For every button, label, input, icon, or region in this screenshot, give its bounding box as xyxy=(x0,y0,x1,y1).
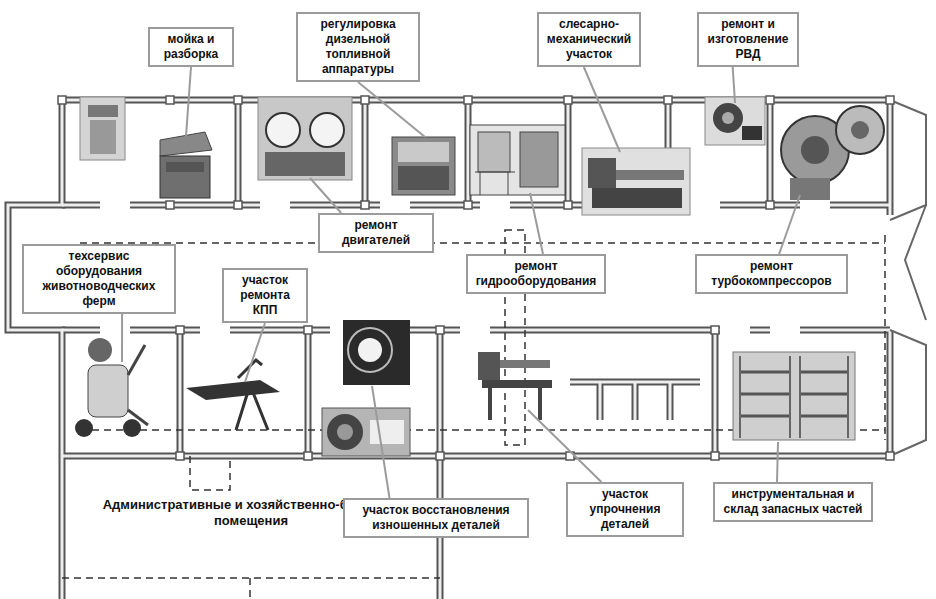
building-walls xyxy=(8,100,890,599)
callout-text: инструментальная и склад запасных частей xyxy=(721,487,865,517)
callout-box: участок ремонта КПП xyxy=(222,268,308,323)
leader-line xyxy=(245,323,265,382)
callout-text: ремонт турбокомпрессоров xyxy=(703,259,840,289)
hose-crimper-photo xyxy=(705,97,765,145)
callout-box: участок упрочнения деталей xyxy=(566,482,684,537)
callout-text: регулировка дизельной топливной аппарату… xyxy=(304,17,412,77)
leader-line xyxy=(186,67,191,136)
leader-line xyxy=(528,410,601,482)
callout-text: участок восстановления изношенных детале… xyxy=(351,503,521,533)
leader-line xyxy=(372,386,390,498)
washer-photo xyxy=(80,97,125,160)
callout-text: техсервис оборудования животноводческих … xyxy=(30,249,168,309)
callout-text: слесарно- механический участок xyxy=(545,17,633,62)
restoration-machine-photo xyxy=(322,408,410,456)
wall-inner xyxy=(8,100,890,599)
leader-line xyxy=(779,195,800,254)
welding-photo xyxy=(343,320,410,385)
cabinet-washer-photo xyxy=(160,132,212,198)
callout-text: мойка и разборка xyxy=(156,32,226,62)
lathe-photo xyxy=(582,148,690,215)
milking-machine-photo xyxy=(75,338,148,437)
callout-box: ремонт турбокомпрессоров xyxy=(695,254,848,294)
callout-box: инструментальная и склад запасных частей xyxy=(713,482,873,522)
wall-columns xyxy=(58,96,894,460)
leader-line xyxy=(584,67,620,152)
callout-text: ремонт и изготовление РВД xyxy=(705,17,791,62)
callout-box: регулировка дизельной топливной аппарату… xyxy=(296,12,420,82)
callout-box: слесарно- механический участок xyxy=(537,12,641,67)
callout-box: ремонт гидрооборудования xyxy=(466,254,606,294)
dashed-lines xyxy=(62,230,885,599)
right-annex xyxy=(890,100,926,456)
callout-box: ремонт и изготовление РВД xyxy=(697,12,799,67)
callout-text: участок упрочнения деталей xyxy=(574,487,676,532)
callout-text: ремонт двигателей xyxy=(326,218,426,248)
hydraulic-bench-photo xyxy=(470,125,565,195)
warehouse-photo xyxy=(733,352,855,440)
callout-box: участок восстановления изношенных детале… xyxy=(343,498,529,538)
fuel-test-bench-photo xyxy=(392,137,455,195)
callout-box: техсервис оборудования животноводческих … xyxy=(22,244,176,314)
leader-line xyxy=(121,314,123,362)
leader-line xyxy=(530,193,543,254)
callout-box: ремонт двигателей xyxy=(318,213,434,253)
leader-line xyxy=(358,82,425,137)
leader-line xyxy=(733,67,735,103)
callout-text: ремонт гидрооборудования xyxy=(474,259,598,289)
wall-outer xyxy=(8,100,890,599)
leader-line xyxy=(310,178,341,213)
callout-box: мойка и разборка xyxy=(148,27,234,67)
hardening-lathe-photo xyxy=(478,352,552,420)
callout-text: участок ремонта КПП xyxy=(230,273,300,318)
leader-line xyxy=(777,442,778,482)
turbocharger-photo xyxy=(781,106,884,200)
engine-stand-photo xyxy=(258,97,352,180)
gearbox-stand-photo xyxy=(186,360,280,430)
